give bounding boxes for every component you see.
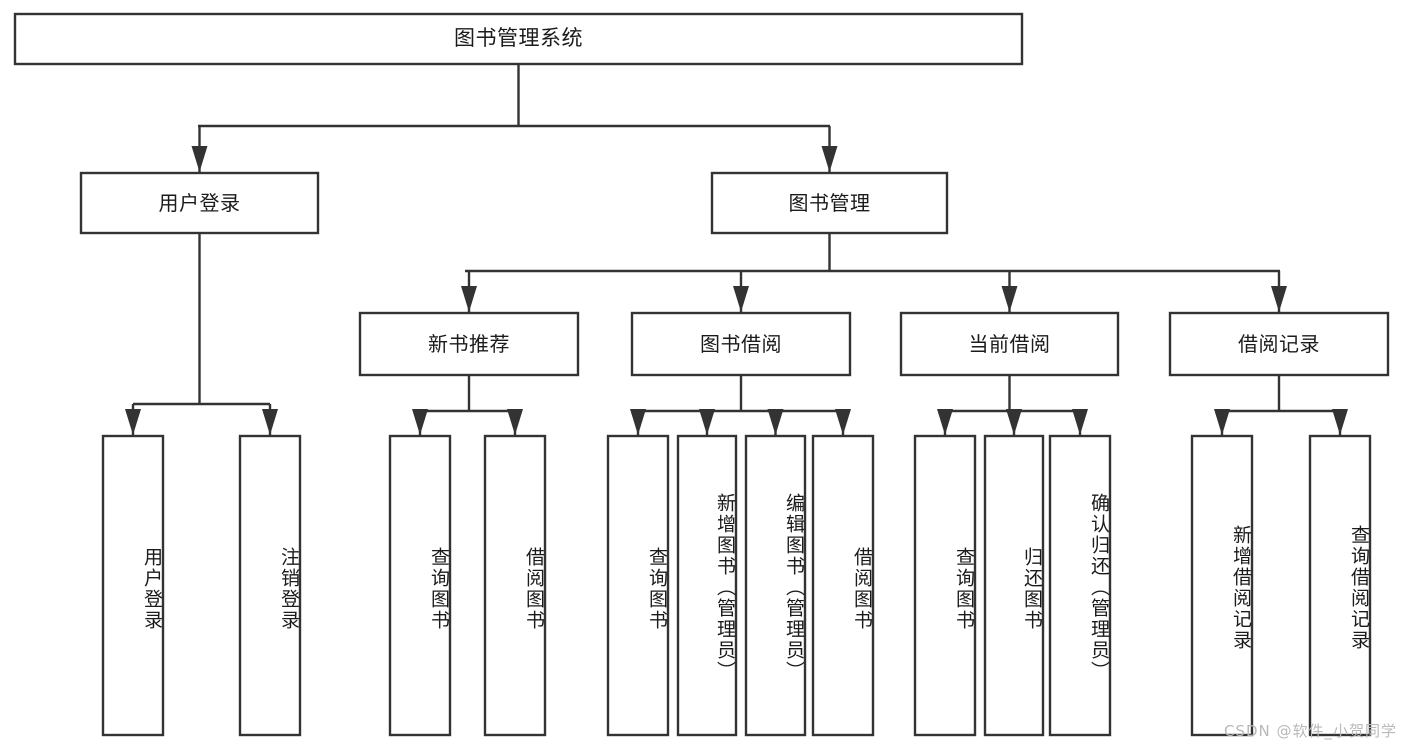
node-new-book-recommend-box[interactable]	[358, 311, 580, 377]
edge-layer	[125, 64, 1348, 435]
arrow-head-icon-leaf-borrow-book-2	[835, 409, 851, 435]
box-layer	[13, 12, 1390, 737]
arrow-head-icon-book-borrow	[733, 286, 749, 312]
node-leaf-edit-book-admin-box[interactable]	[744, 434, 807, 737]
node-leaf-add-book-admin-box[interactable]	[676, 434, 738, 737]
arrow-head-icon-new-book-recommend	[461, 286, 477, 312]
node-book-borrow-box[interactable]	[630, 311, 852, 377]
watermark-text: CSDN @软件_小贺同学	[1223, 722, 1397, 740]
arrow-head-icon-leaf-query-book-3	[937, 409, 953, 435]
node-book-manage-box[interactable]	[710, 171, 949, 235]
node-leaf-logout-login-box[interactable]	[238, 434, 302, 737]
node-root-box[interactable]	[13, 12, 1024, 66]
arrow-head-icon-leaf-logout-login	[262, 409, 278, 435]
arrow-head-icon-book-manage	[821, 146, 838, 172]
node-leaf-borrow-book-2-box[interactable]	[811, 434, 875, 737]
node-leaf-user-login-box[interactable]	[101, 434, 165, 737]
node-leaf-query-book-3-box[interactable]	[913, 434, 977, 737]
node-user-login-box[interactable]	[79, 171, 320, 235]
arrow-head-icon-leaf-user-login	[125, 409, 141, 435]
node-leaf-add-borrow-record-box[interactable]	[1190, 434, 1254, 737]
arrow-head-icon-leaf-add-borrow-record	[1214, 409, 1230, 435]
node-leaf-confirm-return-admin-box[interactable]	[1048, 434, 1112, 737]
arrow-head-icon-leaf-edit-book-admin	[767, 409, 784, 435]
arrow-head-icon-leaf-query-book-1	[412, 409, 428, 435]
node-leaf-borrow-book-1-box[interactable]	[483, 434, 547, 737]
arrow-head-icon-leaf-query-borrow-record	[1332, 409, 1348, 435]
node-leaf-query-borrow-record-box[interactable]	[1308, 434, 1372, 737]
node-leaf-query-book-2-box[interactable]	[606, 434, 670, 737]
node-current-borrow-box[interactable]	[899, 311, 1120, 377]
arrow-head-icon-leaf-borrow-book-1	[507, 409, 523, 435]
node-leaf-return-book-box[interactable]	[983, 434, 1045, 737]
arrow-head-icon-leaf-confirm-return-admin	[1072, 409, 1088, 435]
arrow-head-icon-user-login	[191, 146, 208, 172]
arrow-head-icon-current-borrow	[1001, 286, 1018, 312]
arrow-head-icon-leaf-return-book	[1006, 409, 1022, 435]
arrow-head-icon-leaf-add-book-admin	[699, 409, 715, 435]
arrow-head-icon-borrow-record	[1271, 286, 1287, 312]
arrow-head-icon-leaf-query-book-2	[630, 409, 646, 435]
node-leaf-query-book-1-box[interactable]	[388, 434, 452, 737]
node-borrow-record-box[interactable]	[1168, 311, 1390, 377]
